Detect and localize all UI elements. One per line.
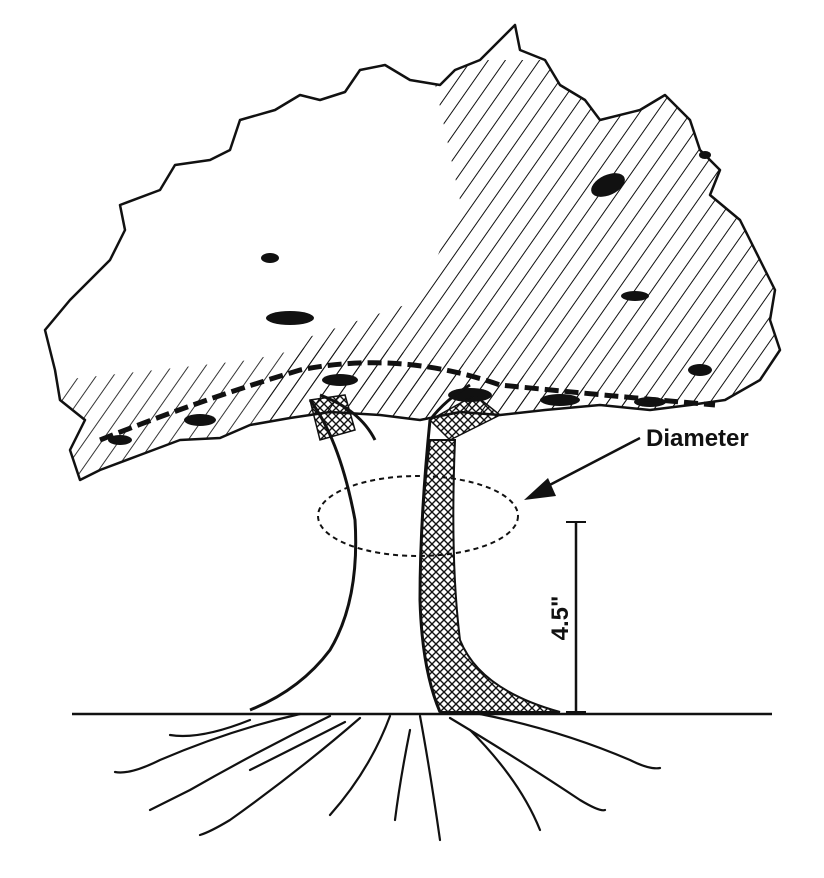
tree-roots xyxy=(115,714,660,840)
diameter-label: Diameter xyxy=(646,425,749,452)
tree-canopy xyxy=(45,25,800,480)
diameter-measure-ring xyxy=(318,476,518,556)
diameter-callout: Diameter xyxy=(524,425,749,500)
tree-trunk xyxy=(250,385,560,712)
arrow-head-icon xyxy=(524,478,556,500)
height-label: 4.5" xyxy=(547,596,574,641)
height-dimension: 4.5" xyxy=(547,522,586,712)
